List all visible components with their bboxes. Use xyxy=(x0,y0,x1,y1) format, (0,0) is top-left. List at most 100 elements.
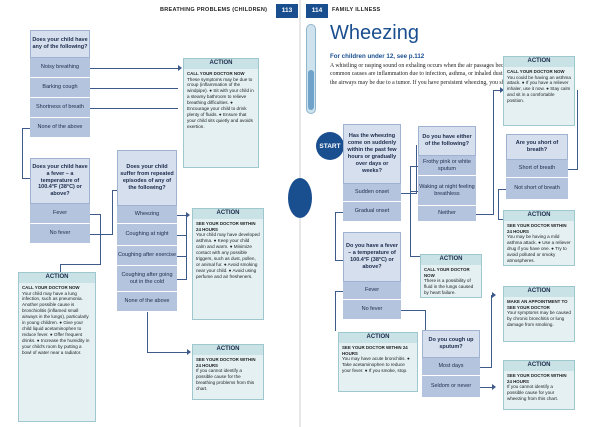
action-fever-box: ACTION SEE YOUR DOCTOR WITHIN 24 HOURS Y… xyxy=(338,332,418,392)
connector xyxy=(60,264,61,272)
connector xyxy=(410,256,420,257)
action1-box: ACTION CALL YOUR DOCTOR NOW These sympto… xyxy=(183,58,259,168)
connector xyxy=(498,189,506,190)
q3-option-coughing-night[interactable]: Coughing at night xyxy=(117,224,177,246)
connector xyxy=(177,235,187,236)
action-fever-title: ACTION xyxy=(339,333,417,343)
action-top-box: ACTION CALL YOUR DOCTOR NOW You could be… xyxy=(503,56,575,126)
q-fever-option-fever[interactable]: Fever xyxy=(343,282,401,300)
arrow-icon xyxy=(492,292,496,298)
right-page-number: 114 xyxy=(306,4,328,18)
action-top-urgency: CALL YOUR DOCTOR NOW xyxy=(507,68,565,74)
connector xyxy=(177,256,187,257)
connector xyxy=(147,352,187,353)
q1-option-shortness[interactable]: Shortness of breath xyxy=(30,98,90,118)
q3-option-coughing-exercise[interactable]: Coughing after exercise xyxy=(117,246,177,266)
q-start-question: Has the wheezing come on suddenly within… xyxy=(343,124,401,184)
action-appt-title: ACTION xyxy=(504,287,574,297)
q-either-option-waking[interactable]: Waking at night feeling breathless xyxy=(418,176,476,206)
action-either-urgency: CALL YOUR DOCTOR NOW xyxy=(424,266,470,278)
q-fever-option-no-fever[interactable]: No fever xyxy=(343,300,401,320)
q2-option-fever[interactable]: Fever xyxy=(30,204,90,224)
arrow-icon xyxy=(187,349,191,355)
connector xyxy=(335,260,343,261)
action-top-text: You could be having an asthma attack. ● … xyxy=(507,74,571,104)
arrow-icon xyxy=(186,212,190,218)
q-fever-question: Do you have a fever – a temperature of 1… xyxy=(343,232,401,282)
action3-box: ACTION SEE YOUR DOCTOR WITHIN 24 HOURS Y… xyxy=(192,208,264,320)
connector xyxy=(112,190,118,191)
connector xyxy=(177,279,187,280)
action-short-text: You may be having a mild asthma attack. … xyxy=(507,234,571,264)
page-title: Wheezing xyxy=(330,22,419,44)
q-short-option-short[interactable]: Short of breath xyxy=(506,160,568,178)
q-sputum-option-most-days[interactable]: Most days xyxy=(422,358,480,376)
q1-option-noisy[interactable]: Noisy breathing xyxy=(30,58,90,78)
q-either-question: Do you have either of the following? xyxy=(418,126,476,156)
connector xyxy=(90,108,178,109)
connector xyxy=(177,215,187,216)
connector xyxy=(410,166,411,256)
action-appt-text: Your symptoms may be caused by chronic b… xyxy=(507,310,571,328)
connector xyxy=(476,214,494,215)
connector xyxy=(410,166,418,167)
q1-option-barking[interactable]: Barking cough xyxy=(30,78,90,98)
action2-title: ACTION xyxy=(19,273,95,283)
q3-option-none[interactable]: None of the above xyxy=(117,292,177,312)
action-either-title: ACTION xyxy=(421,255,481,265)
q3-option-wheezing[interactable]: Wheezing xyxy=(117,206,177,224)
q-either-option-neither[interactable]: Neither xyxy=(418,206,476,222)
connector xyxy=(22,128,23,178)
connector xyxy=(90,214,100,215)
action3-urgency: SEE YOUR DOCTOR WITHIN 24 HOURS xyxy=(196,220,256,232)
connector xyxy=(90,88,178,89)
connector xyxy=(112,190,113,235)
connector xyxy=(335,212,343,213)
q-sputum-option-seldom[interactable]: Seldom or never xyxy=(422,376,480,398)
action-last-text: If you cannot identify a possible cause … xyxy=(507,384,559,402)
q-start-option-gradual[interactable]: Gradual onset xyxy=(343,202,401,222)
q-either-option-frothy[interactable]: Frothy pink or white sputum xyxy=(418,156,476,176)
thermometer-icon xyxy=(306,24,316,114)
q2-option-no-fever[interactable]: No fever xyxy=(30,224,90,244)
action-short-title: ACTION xyxy=(504,211,574,221)
action4-text: If you cannot identify a possible cause … xyxy=(196,368,255,392)
connector xyxy=(186,215,187,280)
q-short-question: Are you short of breath? xyxy=(506,134,568,160)
q-sputum-question: Do you cough up sputum? xyxy=(422,330,480,358)
q3-option-coughing-cold[interactable]: Coughing after going out in the cold xyxy=(117,266,177,292)
intro-text: A whistling or rasping sound on exhaling… xyxy=(330,62,572,86)
action4-title: ACTION xyxy=(193,345,263,355)
action2-text: Your child may have a lung infection, su… xyxy=(22,290,90,356)
intro-block: For children under 12, see p.112 A whist… xyxy=(330,53,578,87)
action-fever-text: You may have acute bronchitis. ● Take ac… xyxy=(342,356,410,374)
thermometer-fill xyxy=(308,70,314,110)
action-short-urgency: SEE YOUR DOCTOR WITHIN 24 HOURS xyxy=(507,222,567,234)
action-appt-box: ACTION MAKE AN APPOINTMENT TO SEE YOUR D… xyxy=(503,286,575,342)
connector xyxy=(335,212,336,260)
action-appt-urgency: MAKE AN APPOINTMENT TO SEE YOUR DOCTOR xyxy=(507,298,568,310)
connector xyxy=(425,310,426,330)
connector xyxy=(335,291,336,331)
connector xyxy=(493,90,494,215)
connector xyxy=(568,169,578,170)
start-marker: START xyxy=(316,132,344,160)
action-top-title: ACTION xyxy=(504,57,574,67)
connector xyxy=(22,128,30,129)
q1-option-none[interactable]: None of the above xyxy=(30,118,90,138)
action1-text: These symptoms may be due to croup (infl… xyxy=(187,76,254,130)
q3-question: Does your child suffer from repeated epi… xyxy=(117,150,177,206)
q-short-option-not-short[interactable]: Not short of breath xyxy=(506,178,568,200)
connector xyxy=(491,295,492,368)
action-either-text: There is a possibility of fluid in the l… xyxy=(424,278,474,296)
connector xyxy=(90,68,178,69)
action-either-box: ACTION CALL YOUR DOCTOR NOW There is a p… xyxy=(420,254,482,298)
connector xyxy=(100,214,101,264)
gutter-tab xyxy=(288,178,312,218)
action4-urgency: SEE YOUR DOCTOR WITHIN 24 HOURS xyxy=(196,356,256,368)
left-page-number: 113 xyxy=(276,4,298,18)
q-start-option-sudden[interactable]: Sudden onset xyxy=(343,184,401,202)
action-fever-urgency: SEE YOUR DOCTOR WITHIN 24 HOURS xyxy=(342,344,408,356)
connector xyxy=(498,219,504,220)
arrow-icon xyxy=(178,65,182,71)
